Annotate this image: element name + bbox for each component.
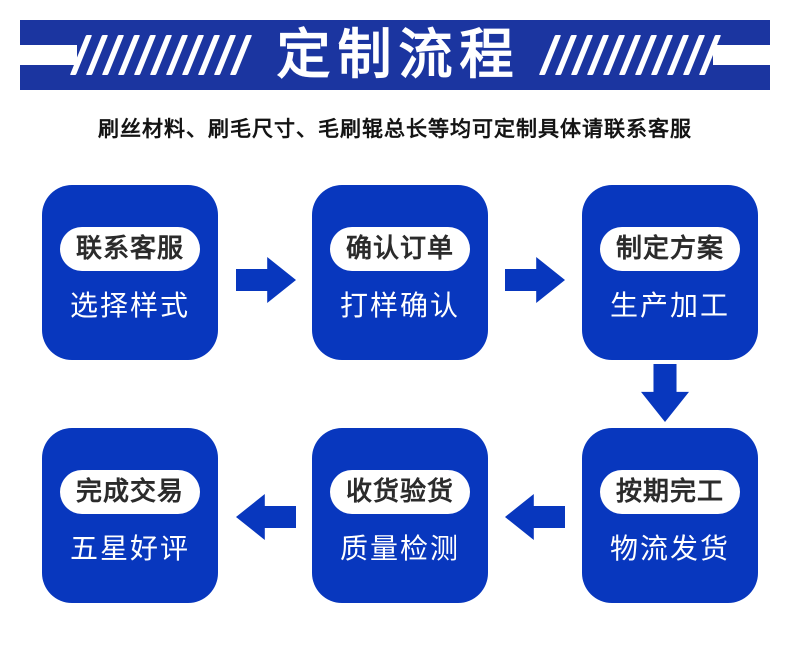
slashes-right-icon (538, 34, 721, 76)
step-card-make-plan: 制定方案 生产加工 (582, 185, 758, 360)
banner-notch-left (20, 45, 77, 65)
arrow-left-icon (505, 494, 565, 540)
header-banner: 定制流程 (20, 20, 770, 90)
arrow-left-icon (236, 494, 296, 540)
page-title: 定制流程 (276, 25, 521, 85)
step-pill-label: 收货验货 (329, 470, 470, 514)
step-sub-label: 打样确认 (339, 289, 460, 321)
step-card-complete-deal: 完成交易 五星好评 (42, 428, 218, 603)
arrow-down-icon (641, 364, 689, 422)
slashes-left-icon (69, 34, 252, 76)
subtitle-text: 刷丝材料、刷毛尺寸、毛刷辊总长等均可定制具体请联系客服 (98, 118, 692, 141)
step-pill-label: 制定方案 (599, 227, 740, 271)
arrow-right-icon (236, 257, 296, 303)
step-sub-label: 生产加工 (609, 289, 730, 321)
step-sub-label: 质量检测 (339, 532, 460, 564)
step-sub-label: 物流发货 (609, 532, 730, 564)
step-card-receive-inspect: 收货验货 质量检测 (312, 428, 488, 603)
step-sub-label: 五星好评 (69, 532, 190, 564)
step-pill-label: 确认订单 (329, 227, 470, 271)
step-card-contact-service: 联系客服 选择样式 (42, 185, 218, 360)
step-pill-label: 按期完工 (599, 470, 740, 514)
step-card-finish-on-time: 按期完工 物流发货 (582, 428, 758, 603)
step-sub-label: 选择样式 (69, 289, 190, 321)
banner-notch-right (713, 45, 770, 65)
step-pill-label: 联系客服 (59, 227, 200, 271)
step-card-confirm-order: 确认订单 打样确认 (312, 185, 488, 360)
arrow-right-icon (505, 257, 565, 303)
step-pill-label: 完成交易 (59, 470, 200, 514)
